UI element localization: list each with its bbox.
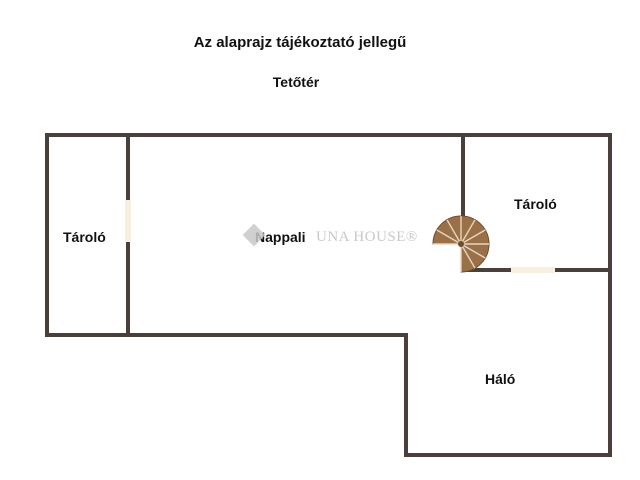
room-label-living: Nappali — [255, 229, 306, 245]
right-door-opening — [511, 267, 555, 273]
floor-name: Tetőtér — [272, 74, 320, 90]
room-label-bedroom: Háló — [485, 371, 516, 387]
walls — [45, 133, 612, 457]
watermark-logo: UNA HOUSE® — [242, 223, 418, 247]
room-label-right-storage: Tároló — [514, 196, 557, 212]
plan-title: Az alaprajz tájékoztató jellegű — [193, 34, 407, 51]
room-label-left-storage: Tároló — [63, 229, 106, 245]
outer-wall — [45, 133, 612, 457]
left-door-opening — [125, 200, 131, 242]
logo-diamond-icon — [242, 223, 266, 247]
watermark-text: UNA HOUSE® — [316, 229, 418, 245]
spiral-staircase-icon — [432, 215, 490, 273]
